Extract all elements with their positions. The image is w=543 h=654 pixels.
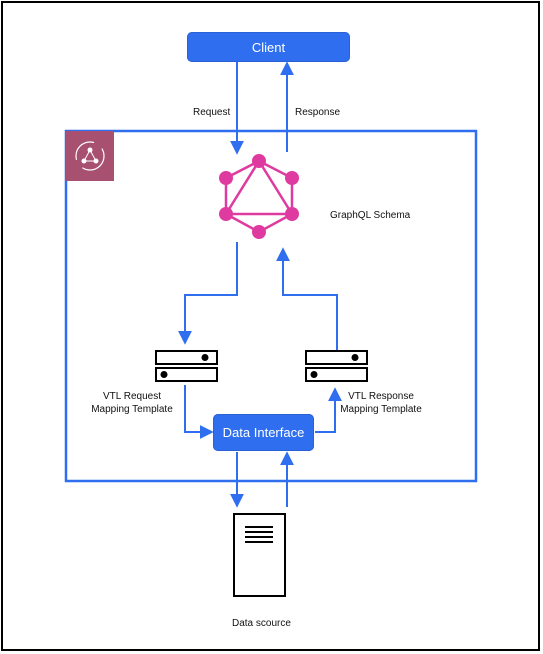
vtl-request-to-interface-arrow	[184, 385, 214, 439]
request-label: Request	[193, 107, 231, 118]
vtl-response-to-schema-arrow	[276, 247, 338, 350]
data-source-server-tower-icon	[233, 513, 286, 597]
vtl-response-label-line2: Mapping Template	[340, 404, 422, 415]
vtl-request-label: VTL Request Mapping Template	[82, 390, 182, 416]
data-source-label: Data scource	[232, 618, 291, 629]
vtl-request-label-line1: VTL Request	[103, 391, 161, 402]
graphql-logo-icon	[219, 154, 299, 239]
appsync-container	[64, 129, 478, 483]
vtl-response-label: VTL Response Mapping Template	[331, 390, 431, 416]
response-label: Response	[295, 107, 341, 118]
vtl-response-label-line1: VTL Response	[348, 391, 414, 402]
data-interface-node[interactable]: Data Interface	[213, 414, 314, 451]
schema-to-vtl-request-arrow	[178, 242, 238, 345]
graphql-schema-label: GraphQL Schema	[330, 210, 411, 221]
vtl-response-server-icon	[305, 350, 368, 382]
client-node[interactable]: Client	[187, 32, 350, 62]
appsync-icon	[66, 131, 114, 181]
interface-to-vtl-response-arrow	[315, 387, 342, 433]
vtl-request-label-line2: Mapping Template	[91, 404, 173, 415]
vtl-request-server-icon	[155, 350, 218, 382]
